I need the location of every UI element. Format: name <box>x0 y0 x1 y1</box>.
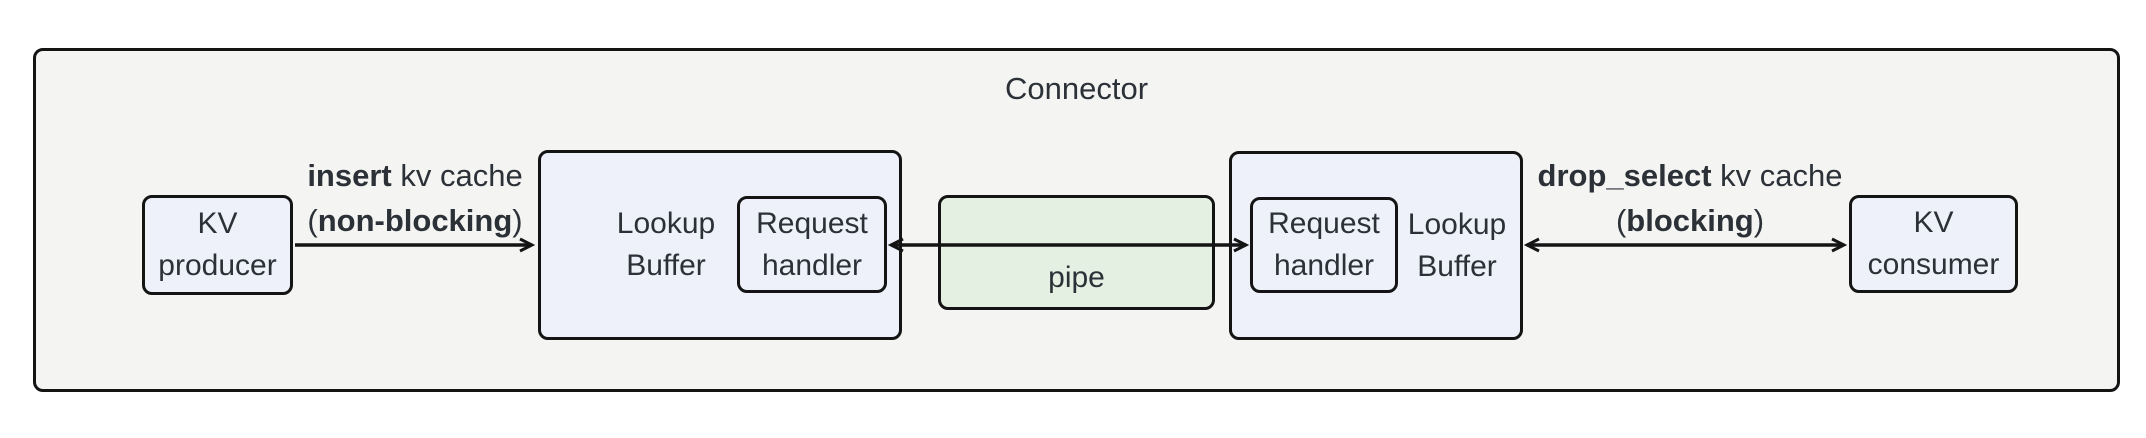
drop-select-edge-label-line2: (blocking) <box>1530 198 1850 243</box>
pipe-label: pipe <box>1048 261 1105 294</box>
lookup-buffer-right-line1: Lookup <box>1407 207 1507 241</box>
drop-select-paren-close: ) <box>1753 203 1765 238</box>
lookup-buffer-right-label: Lookup Buffer <box>1357 151 1557 340</box>
request-handler-right-line1: Request <box>1268 207 1380 240</box>
insert-edge-label-line2: (non-blocking) <box>255 198 575 243</box>
insert-edge-label-line1: insert kv cache <box>255 153 575 198</box>
drop-select-rest: kv cache <box>1711 158 1843 193</box>
request-handler-right-line2: handler <box>1273 249 1375 282</box>
insert-edge-label: insert kv cache (non-blocking) <box>255 153 575 243</box>
kv-consumer-label: KV consumer <box>1849 195 2018 293</box>
kv-producer-label: KV producer <box>142 195 293 295</box>
pipe-node: pipe <box>938 195 1215 310</box>
insert-rest: kv cache <box>391 158 523 193</box>
drop-select-edge-label-line1: drop_select kv cache <box>1530 153 1850 198</box>
drop-select-keyword: drop_select <box>1537 158 1712 193</box>
request-handler-left-line2: handler <box>761 248 863 282</box>
kv-producer-line2: producer <box>158 249 277 282</box>
non-blocking-keyword: non-blocking <box>317 203 513 238</box>
lookup-buffer-left-label: Lookup Buffer <box>566 150 766 340</box>
drop-select-paren-open: ( <box>1615 203 1627 238</box>
blocking-keyword: blocking <box>1626 203 1754 238</box>
insert-paren-open: ( <box>307 203 318 238</box>
kv-consumer-line2: consumer <box>1867 248 2000 281</box>
request-handler-left-label: Request handler <box>737 196 887 293</box>
insert-paren-close: ) <box>512 203 523 238</box>
lookup-buffer-right-line2: Buffer <box>1417 249 1497 283</box>
request-handler-right-node <box>1250 197 1398 293</box>
kv-consumer-node <box>1849 195 2018 293</box>
kv-producer-node <box>142 195 293 295</box>
kv-consumer-line1: KV <box>1913 206 1954 239</box>
lookup-buffer-left-line1: Lookup <box>616 207 716 240</box>
drop-select-edge-label: drop_select kv cache (blocking) <box>1530 153 1850 243</box>
lookup-buffer-left-line2: Buffer <box>626 249 706 282</box>
request-handler-left-node <box>737 196 887 293</box>
request-handler-left-line1: Request <box>756 206 868 240</box>
request-handler-right-label: Request handler <box>1250 197 1398 293</box>
insert-keyword: insert <box>307 158 392 193</box>
diagram-title: Connector <box>1004 71 1149 106</box>
kv-producer-line1: KV <box>197 207 238 240</box>
